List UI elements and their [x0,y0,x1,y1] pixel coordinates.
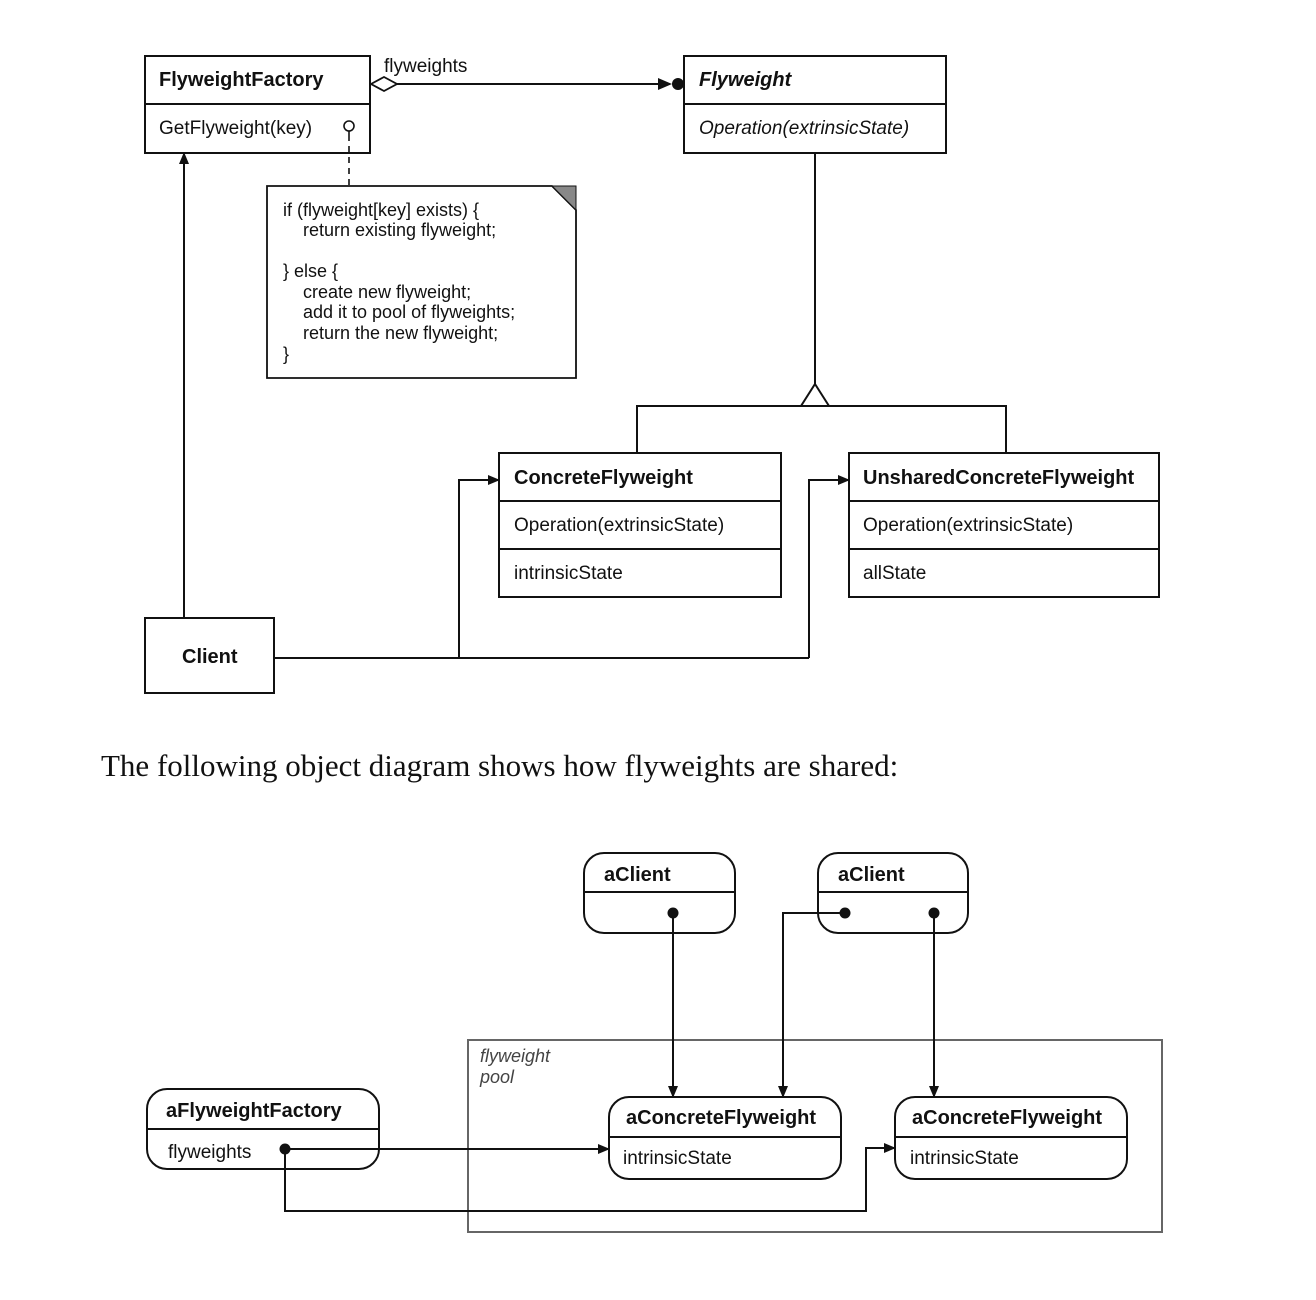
factory-to-concrete2-arrow [284,1143,896,1212]
pool-label-line2: pool [479,1067,515,1087]
flyweights-aggregation: flyweights [369,56,684,93]
unshared-concrete-flyweight-name: UnsharedConcreteFlyweight [863,467,1135,489]
client-object-1-name: aClient [604,864,671,886]
client-to-concrete-arrow [458,475,500,658]
note-text: if (flyweight[key] exists) { return exis… [283,200,520,364]
flyweight-name: Flyweight [699,69,793,91]
concrete-object-1: aConcreteFlyweight intrinsicState [608,1096,842,1180]
note-anchor-icon [343,120,355,132]
factory-object: aFlyweightFactory flyweights [146,1088,380,1170]
concrete-object-2-attribute: intrinsicState [910,1148,1019,1169]
flyweight-operation: Operation(extrinsicState) [699,118,909,139]
unshared-concrete-flyweight-class: UnsharedConcreteFlyweight Operation(extr… [848,452,1160,598]
client2-to-concrete1-arrow [778,912,845,1098]
concrete-flyweight-operation: Operation(extrinsicState) [514,515,724,536]
unshared-concrete-flyweight-operation: Operation(extrinsicState) [863,515,1073,536]
concrete-flyweight-class: ConcreteFlyweight Operation(extrinsicSta… [498,452,782,598]
client-object-2: aClient [817,852,969,934]
client-object-1: aClient [583,852,736,934]
concrete-object-1-attribute: intrinsicState [623,1148,732,1169]
inheritance-connector [636,153,1007,453]
concrete-object-2: aConcreteFlyweight intrinsicState [894,1096,1128,1180]
client-class: Client [144,617,275,694]
flyweight-pool-region: flyweight pool [467,1039,1163,1233]
unshared-concrete-flyweight-attribute: allState [863,563,926,584]
pool-label-line1: flyweight [480,1046,551,1066]
note-corner-icon [550,185,577,212]
implementation-note: if (flyweight[key] exists) { return exis… [266,185,577,379]
client-name: Client [182,646,238,668]
flyweight-factory-name: FlyweightFactory [159,69,324,91]
factory-object-name: aFlyweightFactory [166,1100,342,1122]
object-diagram-caption: The following object diagram shows how f… [101,748,898,783]
concrete-object-2-name: aConcreteFlyweight [912,1107,1102,1129]
concrete-flyweight-attribute: intrinsicState [514,563,623,584]
factory-object-attribute: flyweights [168,1142,251,1163]
client-to-unshared-arrow [808,475,850,658]
aggregation-diamond-icon [369,75,399,93]
flyweight-class: Flyweight Operation(extrinsicState) [683,55,947,154]
concrete-flyweight-name: ConcreteFlyweight [514,467,693,489]
concrete-object-1-name: aConcreteFlyweight [626,1107,816,1129]
get-flyweight-operation: GetFlyweight(key) [159,118,312,139]
flyweights-association-label: flyweights [384,56,467,77]
flyweight-factory-class: FlyweightFactory GetFlyweight(key) [144,55,371,154]
client-object-2-name: aClient [838,864,905,886]
inheritance-triangle-icon [799,382,831,407]
